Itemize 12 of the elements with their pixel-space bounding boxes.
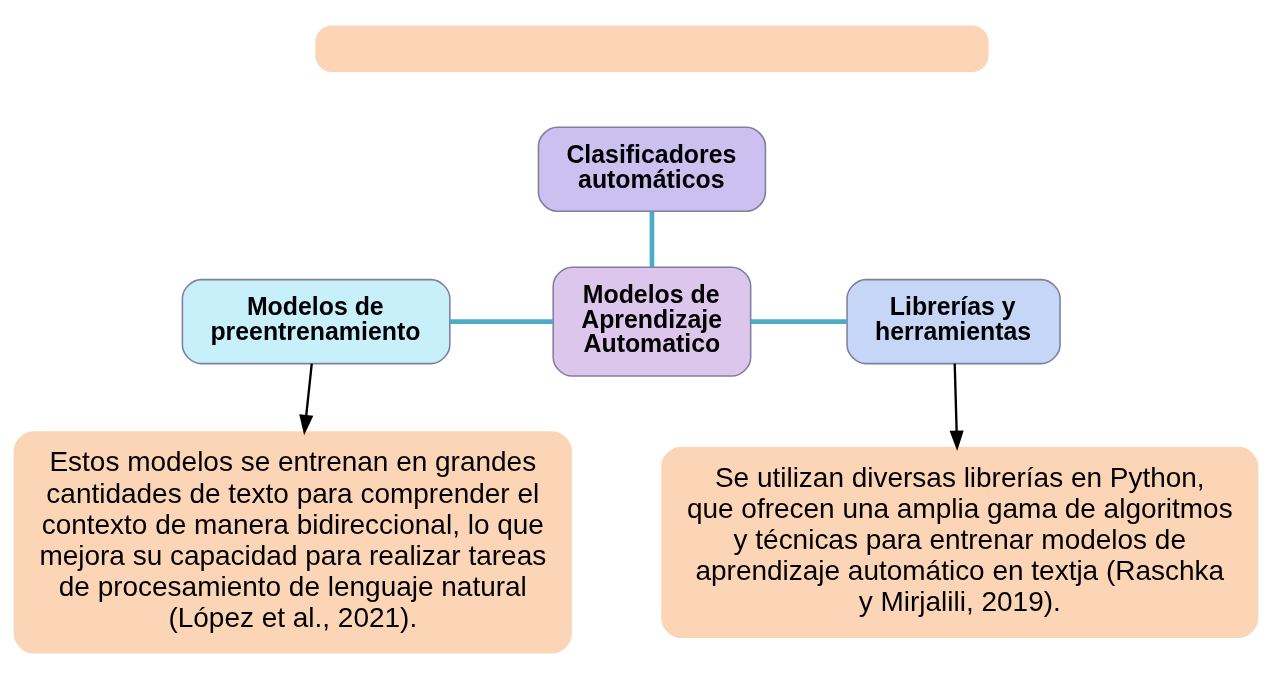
connector [649,211,655,267]
connector [449,318,553,324]
node-box: Modelos de preentrenamiento [181,278,451,364]
arrow [299,362,314,435]
node-box: Se utilizan diversas librerías en Python, que ofrecen una amplia gama de algoritmos y técnicas para entrenar modelos de aprendizaje automático en textja (Raschka y Mirjalili, 2019). [661,446,1259,638]
node-box: Librerías y herramientas [846,278,1061,364]
node-box: Modelos de Aprendizaje Automatico [552,265,752,377]
node-box: Estos modelos se entrenan en grandes cantidades de texto para comprender el contexto de manera bidireccional, lo que mejora su capacidad para realizar tareas de procesamiento de lenguaje natural (López et al., 2021). [13,430,572,654]
arrow [949,363,964,451]
node-box [315,24,989,72]
node-box: Clasificadores automáticos [537,126,767,212]
connector [750,318,847,324]
